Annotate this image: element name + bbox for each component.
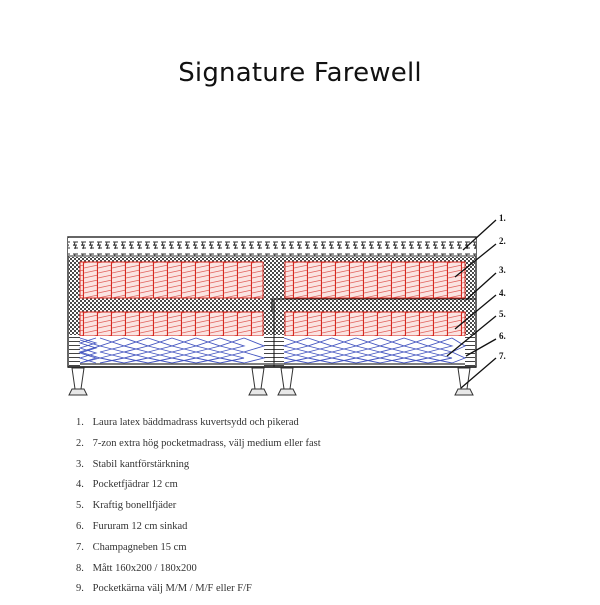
leg-2 bbox=[251, 367, 265, 390]
bonnell-left bbox=[80, 336, 264, 364]
callout-leader-lines bbox=[446, 219, 497, 389]
legend-item: 2. 7-zon extra hög pocketmadrass, välj m… bbox=[76, 437, 321, 449]
callout-2: 2. bbox=[499, 236, 506, 246]
legend-item: 9. Pocketkärna välj M/M / M/F eller F/F bbox=[76, 583, 252, 595]
latex-topper-layer bbox=[68, 238, 476, 256]
frame-slats-left bbox=[69, 336, 80, 366]
callout-6: 6. bbox=[499, 331, 506, 341]
legend-item: 1. Laura latex bäddmadrass kuvertsydd oc… bbox=[76, 417, 299, 428]
lower-pocket-left bbox=[79, 311, 264, 337]
upper-pocket-right bbox=[284, 261, 466, 299]
legend-item: 8. Mått 160x200 / 180x200 bbox=[76, 562, 197, 574]
callout-3: 3. bbox=[499, 265, 506, 275]
legend-item: 7. Champagneben 15 cm bbox=[76, 541, 187, 553]
upper-pocket-left bbox=[79, 261, 264, 299]
legs bbox=[68, 367, 474, 396]
page-title: Signature Farewell bbox=[178, 58, 422, 88]
legend-item: 4. Pocketfjädrar 12 cm bbox=[76, 479, 178, 491]
leg-3 bbox=[280, 367, 294, 390]
legend-item: 3. Stabil kantförstärkning bbox=[76, 458, 190, 470]
callout-4: 4. bbox=[499, 288, 506, 298]
lower-pocket-right bbox=[284, 311, 466, 337]
legend-list: 1. Laura latex bäddmadrass kuvertsydd oc… bbox=[76, 417, 321, 605]
callout-1: 1. bbox=[499, 213, 506, 223]
legend-item: 6. Fururam 12 cm sinkad bbox=[76, 520, 188, 532]
callout-7: 7. bbox=[499, 351, 506, 361]
callout-5: 5. bbox=[499, 309, 506, 319]
leg-1 bbox=[71, 367, 85, 390]
legend-item: 5. Kraftig bonellfjäder bbox=[76, 500, 177, 512]
frame-slats-right bbox=[465, 336, 475, 366]
